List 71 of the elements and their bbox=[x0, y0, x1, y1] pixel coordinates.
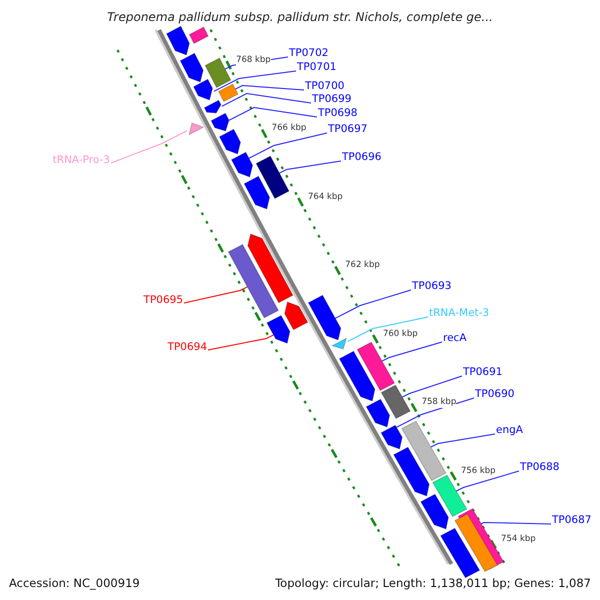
scale-label: 762 kbp bbox=[345, 260, 380, 272]
gene-feature bbox=[420, 494, 449, 530]
map-info: Accession: NC_000919 bbox=[9, 576, 140, 591]
gene-block bbox=[228, 244, 279, 318]
scale-label: 754 kbp bbox=[501, 534, 536, 546]
gene-label: TP0687 bbox=[552, 514, 592, 527]
gene-block bbox=[380, 384, 411, 420]
gene-label: TP0696 bbox=[342, 151, 382, 164]
gene-feature bbox=[266, 314, 290, 344]
gene-feature bbox=[338, 350, 376, 402]
gene-feature bbox=[366, 398, 390, 428]
leader-line bbox=[214, 70, 296, 92]
gene-label: tRNA-Met-3 bbox=[429, 307, 490, 320]
gene-feature bbox=[193, 78, 213, 101]
map-info: Topology: circular; Length: 1,138,011 bp; Genes: 1,087 bbox=[275, 576, 591, 591]
gene-label: recA bbox=[443, 332, 467, 345]
leader-line bbox=[234, 85, 304, 90]
gene-label: TP0700 bbox=[305, 80, 344, 93]
leader-line bbox=[430, 434, 496, 448]
gene-feature bbox=[210, 112, 230, 132]
gene-feature bbox=[180, 52, 204, 83]
gene-label: TP0702 bbox=[289, 47, 328, 60]
leader-line bbox=[221, 92, 312, 107]
gene-feature bbox=[308, 294, 342, 341]
scale-label: 758 kbp bbox=[422, 397, 456, 408]
gene-label: TP0701 bbox=[297, 61, 336, 74]
leader-line bbox=[348, 316, 428, 342]
gene-label: TP0690 bbox=[475, 388, 514, 401]
scale-label: 760 kbp bbox=[382, 328, 418, 340]
gene-block bbox=[401, 420, 446, 482]
gene-block bbox=[218, 84, 239, 102]
leader-line bbox=[228, 106, 318, 121]
gene-feature bbox=[247, 233, 294, 304]
gene-label: TP0695 bbox=[144, 294, 183, 307]
scale-label: 766 kbp bbox=[272, 123, 306, 134]
gene-label: TP0691 bbox=[463, 366, 502, 379]
leader-line bbox=[456, 470, 520, 492]
trna-marker bbox=[331, 338, 348, 350]
gene-label: TP0698 bbox=[318, 107, 358, 120]
leader-line bbox=[402, 376, 462, 398]
scale-label: 764 kbp bbox=[308, 192, 343, 203]
leader-line bbox=[184, 286, 248, 304]
gene-block bbox=[188, 26, 209, 44]
scale-label: 768 kbp bbox=[236, 54, 271, 66]
gene-feature bbox=[393, 446, 430, 497]
gene-label: TP0694 bbox=[168, 341, 207, 354]
gene-label: TP0699 bbox=[312, 93, 352, 106]
gene-feature bbox=[380, 424, 403, 450]
gene-label: engA bbox=[496, 424, 523, 437]
trna-marker bbox=[188, 122, 204, 136]
gene-label: tRNA-Pro-3 bbox=[52, 154, 110, 167]
gene-feature bbox=[230, 152, 254, 178]
leader-line bbox=[278, 160, 342, 174]
scale-label: 756 kbp bbox=[460, 466, 496, 477]
gene-block bbox=[356, 342, 395, 392]
leader-line bbox=[334, 290, 412, 319]
map-title: Treponema pallidum subsp. pallidum str. Nichols, complete ge... bbox=[107, 10, 493, 24]
gene-feature bbox=[218, 128, 241, 155]
gene-label: TP0697 bbox=[328, 123, 368, 136]
gene-block bbox=[256, 156, 290, 200]
gene-label: TP0688 bbox=[520, 461, 560, 474]
gene-label: TP0693 bbox=[412, 280, 452, 293]
gene-feature bbox=[244, 176, 270, 210]
gene-feature bbox=[204, 100, 222, 114]
gene-block bbox=[432, 474, 468, 518]
leader-line bbox=[110, 130, 188, 164]
gene-feature bbox=[166, 26, 190, 56]
leader-line bbox=[382, 342, 442, 362]
gene-block bbox=[204, 58, 232, 88]
leader-line bbox=[208, 334, 274, 350]
leader-line bbox=[248, 132, 328, 159]
